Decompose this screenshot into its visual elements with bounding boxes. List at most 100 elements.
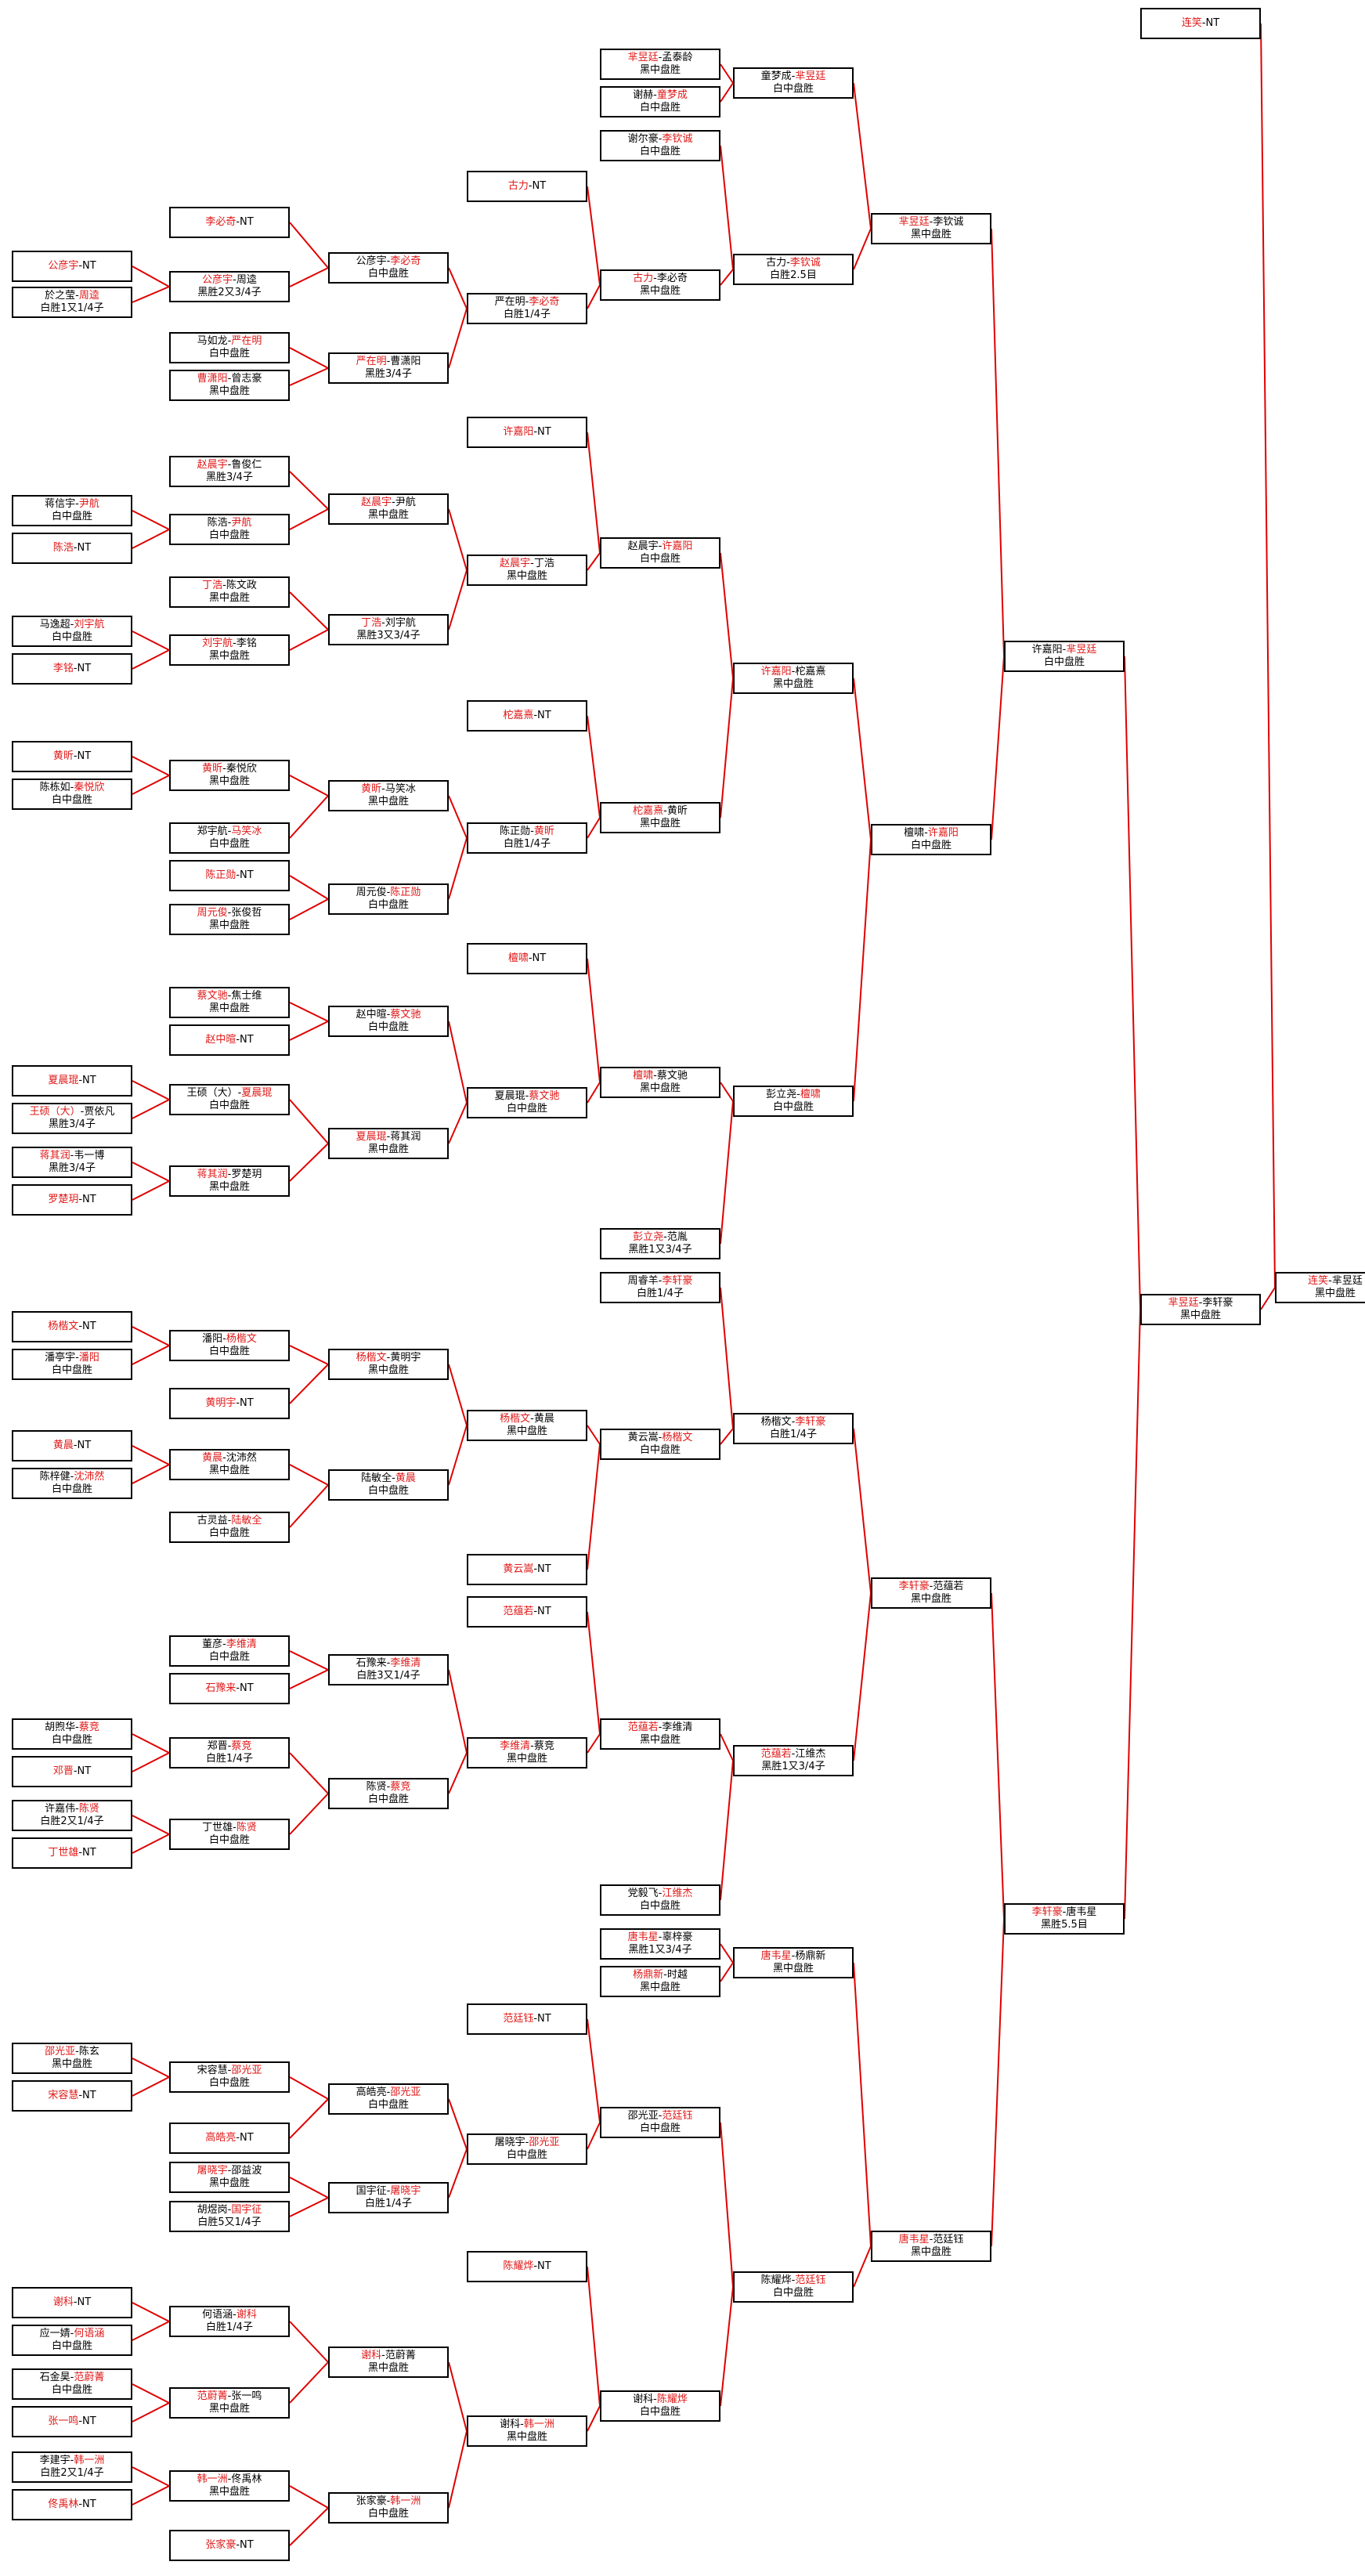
match-box-c10: 陆敏全-黄晨白中盘胜 bbox=[328, 1469, 449, 1501]
match-players: 赵晨宇-丁浩 bbox=[500, 558, 554, 570]
match-players: 张一鸣-NT bbox=[48, 2415, 96, 2428]
winner-name: 柁嘉熹 bbox=[503, 710, 534, 721]
match-box-f08: 谢科-陈耀烨白中盘胜 bbox=[600, 2390, 720, 2422]
match-box-i02: 檀啸-许嘉阳白中盘胜 bbox=[871, 824, 991, 855]
match-players: 丁世雄-NT bbox=[48, 1847, 96, 1859]
connector-b12-c06 bbox=[289, 898, 329, 920]
connector-e03-f03 bbox=[587, 715, 601, 818]
player-name: -范蕴若 bbox=[929, 1581, 964, 1592]
match-result: 白中盘胜 bbox=[639, 553, 681, 565]
match-result: 黑中盘胜 bbox=[208, 592, 250, 604]
match-players: 范蕴若-李维清 bbox=[628, 1722, 693, 1734]
winner-name: 古力 bbox=[507, 180, 529, 192]
player-name: -NT bbox=[73, 542, 92, 554]
winner-name: 杨楷文 bbox=[48, 1321, 79, 1332]
match-box-g08: 杨鼎新-时越黑中盘胜 bbox=[600, 1966, 720, 1997]
winner-name: 范蕴若 bbox=[627, 1722, 659, 1733]
winner-name: 丁世雄 bbox=[48, 1847, 79, 1859]
winner-name: 芈昱廷 bbox=[898, 216, 930, 228]
match-result: 黑中盘胜 bbox=[208, 1181, 250, 1193]
player-name: 高皓亮- bbox=[356, 2086, 391, 2098]
match-result: 白中盘胜 bbox=[772, 83, 814, 95]
match-players: 石金昊-范蔚菁 bbox=[40, 2372, 105, 2384]
player-name: -孟泰龄 bbox=[658, 52, 693, 63]
match-players: 范蕴若-江维杰 bbox=[761, 1748, 826, 1761]
match-players: 张家豪-NT bbox=[205, 2539, 253, 2552]
match-players: 严在明-曹潇阳 bbox=[356, 356, 421, 368]
match-players: 李必奇-NT bbox=[205, 216, 253, 229]
match-result: 黑中盘胜 bbox=[51, 2058, 92, 2070]
winner-name: 古力 bbox=[633, 273, 654, 284]
match-box-h02: 古力-李钦诚白胜2.5目 bbox=[733, 254, 854, 285]
player-name: 陈耀烨- bbox=[760, 2274, 796, 2286]
winner-name: 赵晨宇 bbox=[361, 497, 392, 508]
winner-name: 蒋其润 bbox=[39, 1150, 70, 1162]
winner-name: 陈耀烨 bbox=[656, 2394, 688, 2405]
player-name: 潘亭宇- bbox=[45, 1352, 79, 1364]
player-name: -沈沛然 bbox=[222, 1452, 257, 1464]
match-result: 黑中盘胜 bbox=[506, 2431, 547, 2443]
winner-name: 李轩豪 bbox=[1031, 1906, 1063, 1918]
winner-name: 屠晓宇 bbox=[197, 2165, 228, 2177]
match-result: 白中盘胜 bbox=[208, 1651, 250, 1663]
connector-d08-f08 bbox=[587, 2405, 601, 2432]
match-box-c03: 赵晨宇-尹航黑中盘胜 bbox=[328, 493, 449, 525]
winner-name: 佟禹林 bbox=[48, 2498, 79, 2510]
winner-name: 杨楷文 bbox=[226, 1333, 257, 1345]
match-result: 黑中盘胜 bbox=[1314, 1288, 1356, 1299]
winner-name: 罗楚玥 bbox=[48, 1194, 79, 1205]
winner-name: 沈沛然 bbox=[74, 1471, 105, 1483]
player-name: 潘阳- bbox=[202, 1333, 226, 1345]
match-box-l13: 杨楷文-NT bbox=[12, 1311, 132, 1342]
match-players: 蒋其润-罗楚玥 bbox=[197, 1169, 262, 1181]
connector-l15-b19 bbox=[132, 1445, 170, 1465]
winner-name: 李维清 bbox=[226, 1638, 257, 1650]
connector-d03-f03 bbox=[587, 817, 601, 839]
winner-name: 韩一洲 bbox=[197, 2473, 228, 2485]
match-players: 佟禹林-NT bbox=[48, 2498, 96, 2511]
player-name: -柁嘉熹 bbox=[791, 666, 826, 677]
match-result: 白中盘胜 bbox=[51, 1483, 92, 1495]
match-result: 黑中盘胜 bbox=[367, 2362, 409, 2374]
connector-f02-h03 bbox=[720, 552, 734, 679]
player-name: 周元俊- bbox=[356, 887, 391, 898]
match-result: 白中盘胜 bbox=[772, 1101, 814, 1113]
winner-name: 李铭 bbox=[52, 663, 74, 674]
connector-b23-c12 bbox=[289, 1752, 329, 1794]
match-players: 许嘉阳-芈昱廷 bbox=[1032, 644, 1097, 656]
match-players: 黄云嵩-NT bbox=[503, 1563, 551, 1576]
winner-name: 李必奇 bbox=[390, 255, 421, 267]
match-players: 童梦成-芈昱廷 bbox=[761, 70, 826, 83]
match-result: 白胜3又1/4子 bbox=[356, 1670, 421, 1682]
winner-name: 高皓亮 bbox=[205, 2132, 237, 2144]
winner-name: 刘宇航 bbox=[202, 638, 233, 649]
match-box-e07: 范廷钰-NT bbox=[467, 2003, 587, 2035]
match-players: 陈耀烨-范廷钰 bbox=[761, 2274, 826, 2287]
player-name: -曹潇阳 bbox=[386, 356, 421, 367]
match-players: 李铭-NT bbox=[53, 663, 91, 675]
player-name: 赵晨宇- bbox=[627, 540, 663, 552]
match-players: 黄昕-NT bbox=[53, 750, 91, 763]
player-name: 彭立尧- bbox=[766, 1089, 800, 1100]
match-players: 柁嘉熹-黄昕 bbox=[633, 805, 688, 818]
connector-c05-d03 bbox=[448, 795, 468, 839]
match-players: 黄晨-NT bbox=[53, 1440, 91, 1452]
match-players: 郑晋-蔡竞 bbox=[208, 1740, 252, 1753]
match-players: 赵中暄-NT bbox=[205, 1034, 253, 1046]
connector-b10-c05 bbox=[289, 795, 329, 839]
match-players: 周睿羊-李轩豪 bbox=[628, 1275, 693, 1288]
connector-e02-f02 bbox=[587, 432, 601, 554]
match-box-j01: 许嘉阳-芈昱廷白中盘胜 bbox=[1004, 641, 1125, 672]
match-players: 范蔚菁-张一鸣 bbox=[197, 2390, 262, 2403]
match-result: 黑中盘胜 bbox=[639, 1082, 681, 1094]
connector-b18-c09 bbox=[289, 1364, 329, 1404]
player-name: 马逸超- bbox=[39, 619, 74, 630]
connector-c15-d08 bbox=[448, 2361, 468, 2432]
player-name: 李建宇- bbox=[39, 2455, 74, 2466]
connector-l16-b19 bbox=[132, 1464, 170, 1484]
match-box-h08: 陈耀烨-范廷钰白中盘胜 bbox=[733, 2271, 854, 2303]
match-result: 黑中盘胜 bbox=[506, 570, 547, 582]
match-box-b18: 黄明宇-NT bbox=[169, 1388, 290, 1419]
match-players: 谢科-韩一洲 bbox=[500, 2419, 554, 2431]
match-players: 陈栋如-秦悦欣 bbox=[40, 782, 105, 794]
